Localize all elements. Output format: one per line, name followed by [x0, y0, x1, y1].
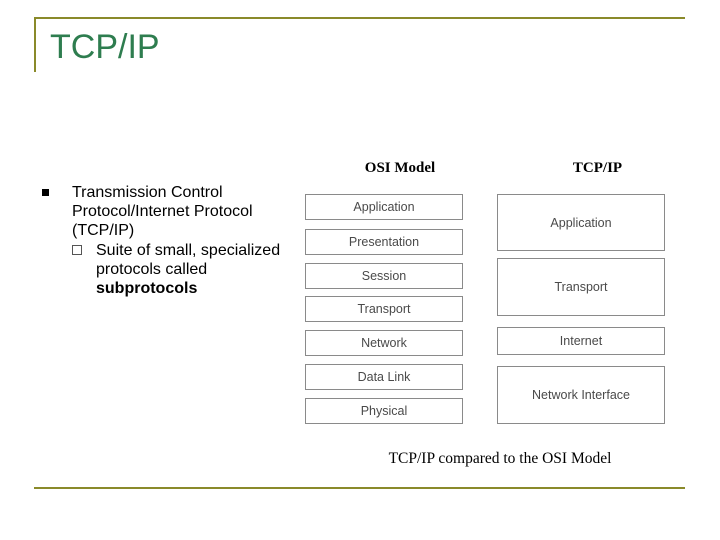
title-left-rule	[34, 17, 36, 72]
osi-layer-presentation: Presentation	[305, 229, 463, 255]
osi-layer-transport: Transport	[305, 296, 463, 322]
osi-column-header: OSI Model	[364, 160, 436, 176]
tcpip-layer-transport: Transport	[497, 258, 665, 316]
bullet-level2-text: Suite of small, specialized protocols ca…	[96, 242, 281, 278]
osi-layer-network: Network	[305, 330, 463, 356]
hollow-square-bullet-icon	[72, 245, 82, 255]
bullet-level2-bold-text: subprotocols	[96, 280, 198, 297]
bullet-list: Transmission Control Protocol/Internet P…	[38, 183, 298, 298]
list-item: Transmission Control Protocol/Internet P…	[38, 183, 298, 240]
osi-layer-application: Application	[305, 194, 463, 220]
bullet-level1-text: Transmission Control Protocol/Internet P…	[72, 184, 253, 239]
square-bullet-icon	[42, 189, 49, 196]
osi-layer-data-link: Data Link	[305, 364, 463, 390]
osi-layer-session: Session	[305, 263, 463, 289]
tcpip-layer-internet: Internet	[497, 327, 665, 355]
slide-bottom-rule	[34, 487, 685, 489]
osi-layer-physical: Physical	[305, 398, 463, 424]
title-top-rule	[34, 17, 685, 19]
osi-tcpip-diagram: OSI Model TCP/IP Application Presentatio…	[300, 150, 700, 480]
diagram-caption: TCP/IP compared to the OSI Model	[388, 450, 612, 467]
list-item: Suite of small, specialized protocols ca…	[38, 241, 298, 298]
tcpip-layer-network-interface: Network Interface	[497, 366, 665, 424]
tcpip-column-header: TCP/IP	[572, 160, 623, 176]
page-title: TCP/IP	[50, 28, 160, 66]
tcpip-layer-application: Application	[497, 194, 665, 251]
